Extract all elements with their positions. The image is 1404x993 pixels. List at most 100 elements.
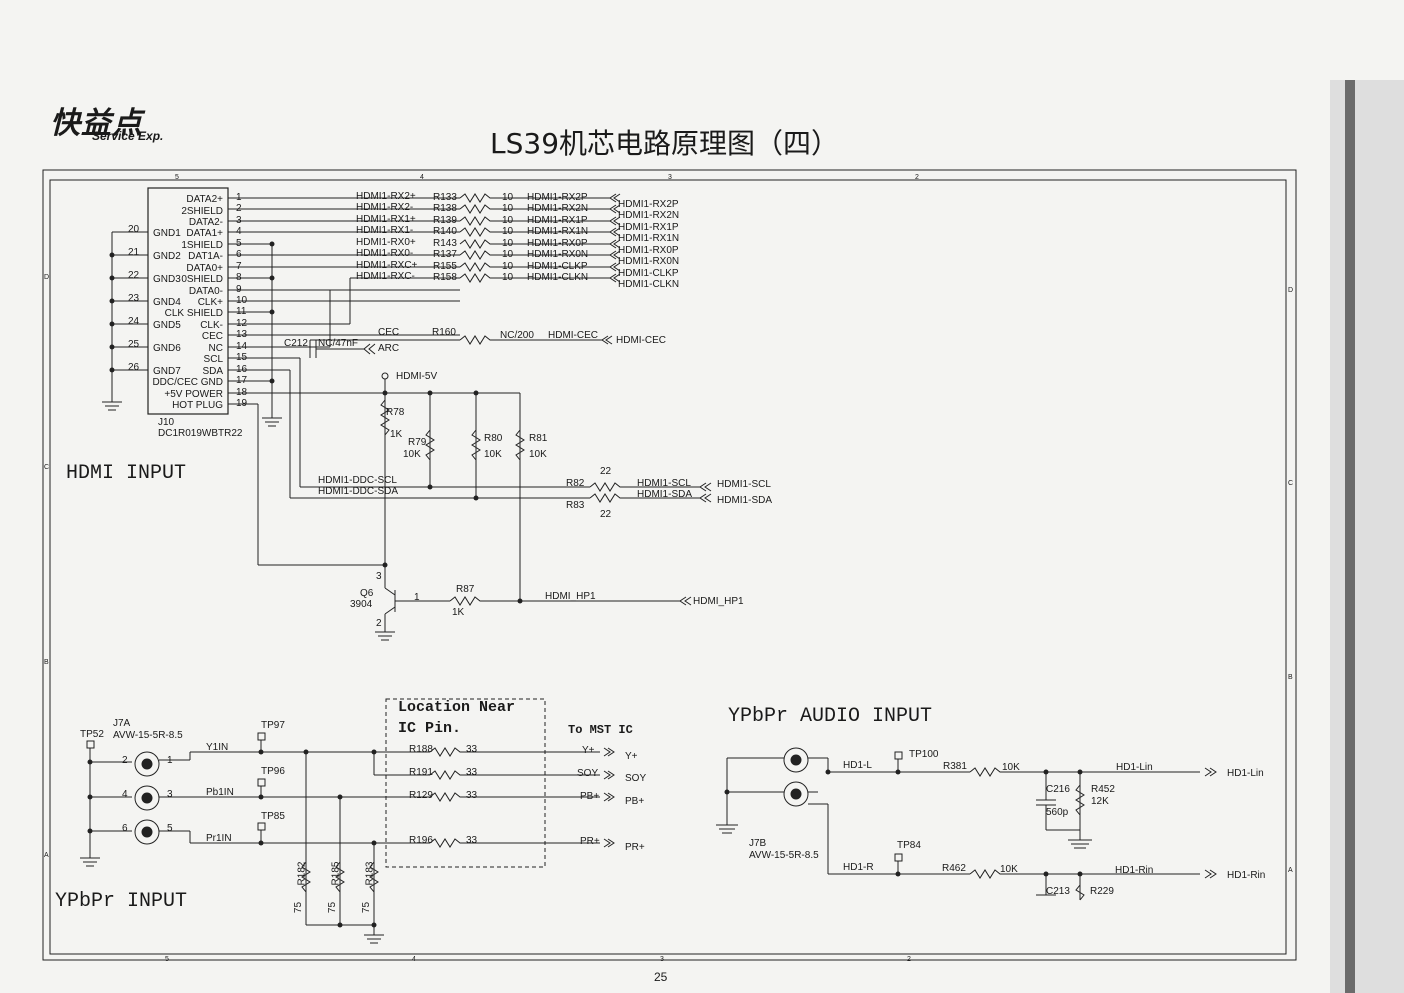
tp97-ref: TP97 bbox=[261, 720, 285, 731]
j10-gnd-name: GND4 bbox=[153, 297, 181, 308]
cec-port: HDMI-CEC bbox=[616, 335, 666, 346]
c213-ref: C213 bbox=[1046, 886, 1070, 897]
j10-pin-num: 10 bbox=[236, 295, 248, 306]
zone-label: A bbox=[44, 852, 49, 859]
r79-val: 10K bbox=[403, 449, 421, 460]
term-val: 75 bbox=[327, 901, 339, 914]
j10-pin-name: 2SHIELD bbox=[181, 206, 223, 217]
j10-gnd-name: GND6 bbox=[153, 343, 181, 354]
hdmi-out-net: HDMI1-RX1N bbox=[527, 226, 589, 237]
r82-val: 22 bbox=[600, 466, 612, 477]
hdmi-res: R155 bbox=[433, 261, 457, 272]
hdmi-res-val: 10 bbox=[502, 192, 514, 203]
tp85-ref: TP85 bbox=[261, 811, 285, 822]
hdmi-port: HDMI1-RX0N bbox=[618, 256, 680, 267]
r87-ref: R87 bbox=[456, 584, 475, 595]
hotplug-port: HDMI_HP1 bbox=[693, 596, 744, 607]
j10-gnd-name: GND1 bbox=[153, 228, 181, 239]
r78-ref: R78 bbox=[386, 407, 405, 418]
j10-pin-name: NC bbox=[208, 343, 223, 354]
j7a-pin: 2 bbox=[122, 755, 128, 766]
ddc-scl-net: HDMI1-DDC-SCL bbox=[318, 475, 397, 486]
j10-pin-name: CLK SHIELD bbox=[164, 308, 223, 319]
pr-net: PR+ bbox=[580, 836, 600, 847]
hdmi-net: HDMI1-RX2+ bbox=[356, 191, 416, 202]
hdmi-out-net: HDMI1-RX2P bbox=[527, 192, 588, 203]
soy-net: SOY bbox=[577, 768, 599, 779]
logo: 快益点 bbox=[50, 106, 143, 141]
j10-pin-num: 8 bbox=[236, 272, 242, 283]
hdmi-resistors bbox=[329, 193, 610, 347]
j7a-part: AVW-15-5R-8.5 bbox=[113, 730, 183, 741]
zone-label: D bbox=[44, 274, 50, 281]
hdmi-port: HDMI1-CLKN bbox=[618, 279, 680, 290]
q6-part: 3904 bbox=[350, 599, 373, 610]
r462-val: 10K bbox=[1000, 864, 1018, 875]
pr-in-net: Pr1IN bbox=[206, 833, 232, 844]
j10-gnd-num: 22 bbox=[128, 270, 140, 281]
j10-gnd-name: GND5 bbox=[153, 320, 181, 331]
hdmi-net: HDMI1-RX1+ bbox=[356, 214, 416, 225]
j10-gnd-name: GND7 bbox=[153, 366, 181, 377]
inner-frame bbox=[49, 179, 1287, 955]
r188-ref: R188 bbox=[409, 744, 433, 755]
r87-val: 1K bbox=[452, 607, 465, 618]
j10-gnd-num: 20 bbox=[128, 224, 140, 235]
j10-pin-num: 5 bbox=[236, 238, 242, 249]
r182-ref: R182 bbox=[296, 861, 308, 886]
j10-pin-num: 19 bbox=[236, 398, 248, 409]
r78-val: 1K bbox=[390, 429, 403, 440]
j10-gnd-num: 25 bbox=[128, 339, 140, 350]
r83-val: 22 bbox=[600, 509, 612, 520]
soy-port: SOY bbox=[625, 773, 647, 784]
hotplug-net: HDMI_HP1 bbox=[545, 591, 596, 602]
j10-pin-num: 3 bbox=[236, 215, 242, 226]
j10-pin-num: 4 bbox=[236, 226, 242, 237]
pb-port: PB+ bbox=[625, 796, 645, 807]
zone-label: 5 bbox=[175, 174, 179, 181]
to-mst-note: To MST IC bbox=[568, 723, 633, 737]
hd1r-net: HD1-R bbox=[843, 862, 874, 873]
j7a-pin: 5 bbox=[167, 823, 173, 834]
j7b-ref: J7B bbox=[749, 838, 767, 849]
hdmi-net: HDMI1-RX0- bbox=[356, 248, 414, 259]
hdmi-port: HDMI1-RX0P bbox=[618, 245, 679, 256]
hdmi-port: HDMI1-CLKP bbox=[618, 268, 679, 279]
j10-pin-num: 6 bbox=[236, 249, 242, 260]
j10-gnd-num: 26 bbox=[128, 362, 140, 373]
j10-pin-name: +5V POWER bbox=[164, 389, 223, 400]
r-val: 33 bbox=[466, 835, 478, 846]
pb-net: PB+ bbox=[580, 791, 600, 802]
r129-ref: R129 bbox=[409, 790, 433, 801]
r80-ref: R80 bbox=[484, 433, 503, 444]
c212-val: NC/47nF bbox=[318, 338, 359, 349]
hdmi-out-net: HDMI1-CLKP bbox=[527, 261, 588, 272]
outer-frame bbox=[42, 169, 1297, 961]
j10-pin-name: SCL bbox=[203, 354, 223, 365]
r191-ref: R191 bbox=[409, 767, 433, 778]
hdmi-out-net: HDMI1-CLKN bbox=[527, 272, 589, 283]
r82-ref: R82 bbox=[566, 478, 585, 489]
r462-ref: R462 bbox=[942, 863, 966, 874]
j10-gnd-num: 24 bbox=[128, 316, 140, 327]
r183-ref: R183 bbox=[364, 861, 376, 886]
r381-val: 10K bbox=[1002, 762, 1020, 773]
r381-ref: R381 bbox=[943, 761, 967, 772]
hdmi-res: R143 bbox=[433, 238, 457, 249]
ddc-scl-out: HDMI1-SCL bbox=[637, 478, 691, 489]
hdmi-net: HDMI1-RX0+ bbox=[356, 237, 416, 248]
hdmi-res-val: 10 bbox=[502, 249, 514, 260]
hdmi-out-net: HDMI1-RX0N bbox=[527, 249, 589, 260]
tp96-ref: TP96 bbox=[261, 766, 285, 777]
j10-pin-num: 1 bbox=[236, 192, 242, 203]
r79-ref: R79 bbox=[408, 437, 427, 448]
r452-ref: R452 bbox=[1091, 784, 1115, 795]
hdmi-res-val: 10 bbox=[502, 215, 514, 226]
j10-pin-num: 18 bbox=[236, 387, 248, 398]
r196-ref: R196 bbox=[409, 835, 433, 846]
r160-val: NC/200 bbox=[500, 330, 534, 341]
zone-label: 3 bbox=[660, 956, 664, 963]
j10-pin-name: CEC bbox=[201, 331, 223, 342]
